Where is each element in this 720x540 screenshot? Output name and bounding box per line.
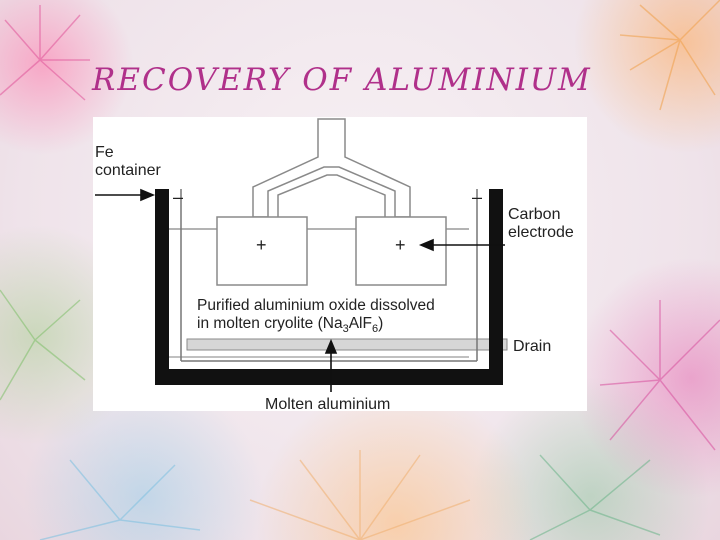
anode-support-inner [277,174,386,217]
cathode-sign-left: – [173,187,184,207]
electrolysis-cell-diagram: – – + + Fe container Carbon electrode Pu… [93,117,587,413]
anode-sign-left: + [256,235,267,255]
cathode-sign-right: – [472,187,483,207]
molten-aluminium-label: Molten aluminium [265,396,391,413]
carbon-electrode-label-line1: Carbon [508,206,561,223]
carbon-electrode-label: Carbon electrode [508,206,574,242]
anode-sign-right: + [395,235,406,255]
electrolyte-label-prefix: in molten cryolite (Na [197,315,343,332]
carbon-anode-left [216,216,308,286]
anode-support-frame [252,118,411,218]
molten-aluminium-arrowhead [324,338,338,354]
fe-container-label: Fe container [95,144,161,180]
electrolyte-label: Purified aluminium oxide dissolved in mo… [197,297,435,338]
electrolyte-label-line1: Purified aluminium oxide dissolved [197,297,435,314]
drain-label: Drain [513,338,552,355]
fe-container-label-line2: container [95,162,161,179]
fe-container-arrowhead [140,188,156,202]
slide-title: RECOVERY OF ALUMINIUM [92,62,592,98]
cell-drawing [95,118,508,392]
drain-pipe [186,338,508,351]
fe-container-wall [155,189,503,385]
carbon-anode-right [355,216,447,286]
carbon-electrode-label-line2: electrode [508,224,574,241]
electrolyte-label-suffix: ) [378,315,384,332]
electrolyte-label-sub-6: 6 [371,323,379,336]
electrolyte-label-sub-3: 3 [342,323,349,336]
electrolyte-label-line2: in molten cryolite (Na3AlF6) [197,315,435,338]
electrolyte-label-mid: AlF [348,315,372,332]
carbon-electrode-arrowhead [418,238,434,252]
fe-container-label-line1: Fe [95,144,114,161]
